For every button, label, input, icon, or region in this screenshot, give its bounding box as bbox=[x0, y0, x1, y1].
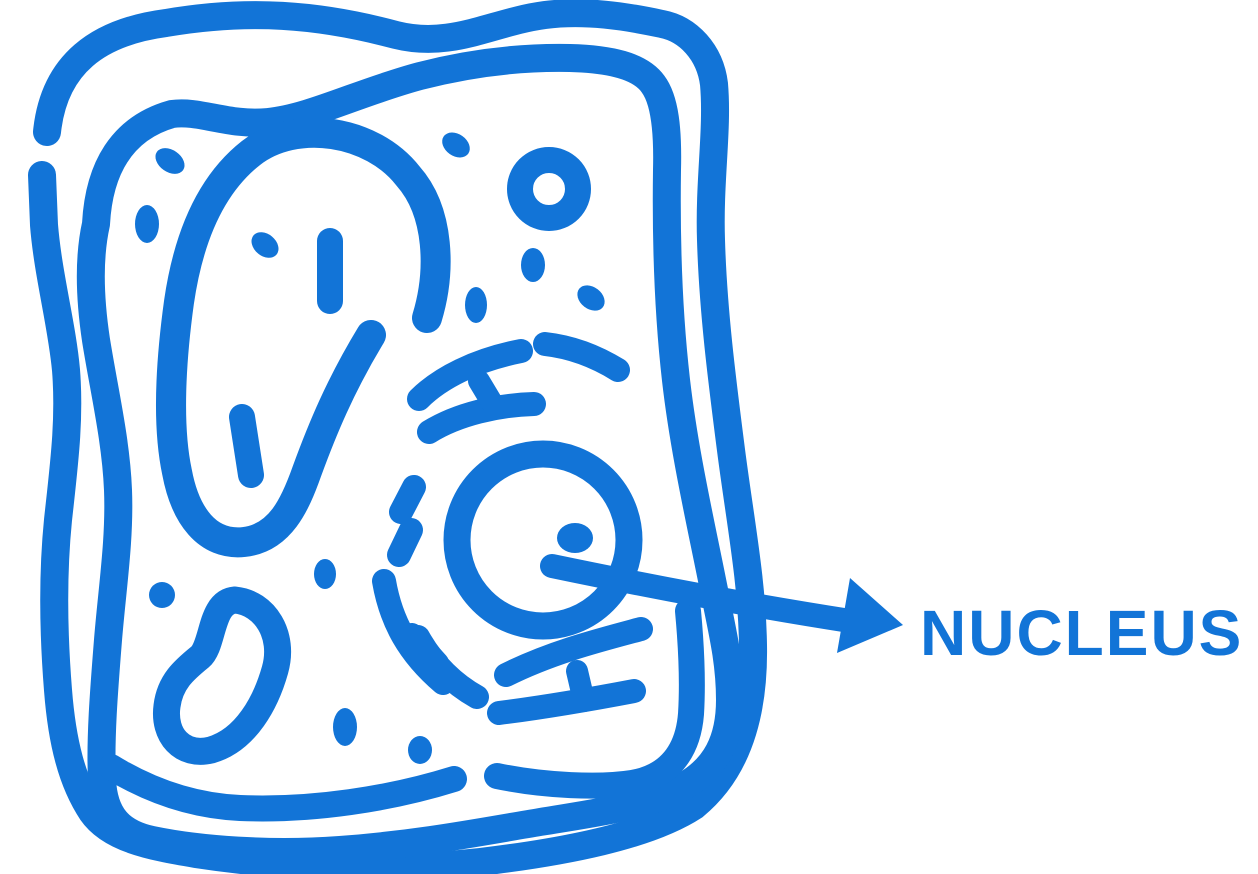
vesicle-donut bbox=[507, 147, 591, 231]
arrow-shaft bbox=[540, 554, 862, 633]
vacuole-outline bbox=[156, 117, 451, 558]
nucleolus-dot bbox=[557, 523, 593, 553]
nucleus-label: NUCLEUS bbox=[920, 597, 1243, 669]
ribosome-dots bbox=[135, 132, 605, 764]
arrow-head bbox=[837, 578, 903, 653]
er-arcs-lower-left bbox=[372, 569, 489, 709]
mitochondrion-outline bbox=[153, 586, 292, 765]
cell-wall-inner-line bbox=[76, 43, 744, 866]
cell-wall-outer-line bbox=[28, 0, 768, 874]
nucleus-circle bbox=[443, 440, 643, 640]
vacuole-inner-dot bbox=[251, 232, 279, 258]
cell-membrane-line bbox=[98, 598, 705, 822]
vacuole-inner-dash bbox=[229, 404, 264, 488]
pointer-arrow bbox=[540, 554, 903, 653]
er-arcs-upper bbox=[387, 332, 630, 567]
golgi-arcs bbox=[487, 617, 653, 725]
